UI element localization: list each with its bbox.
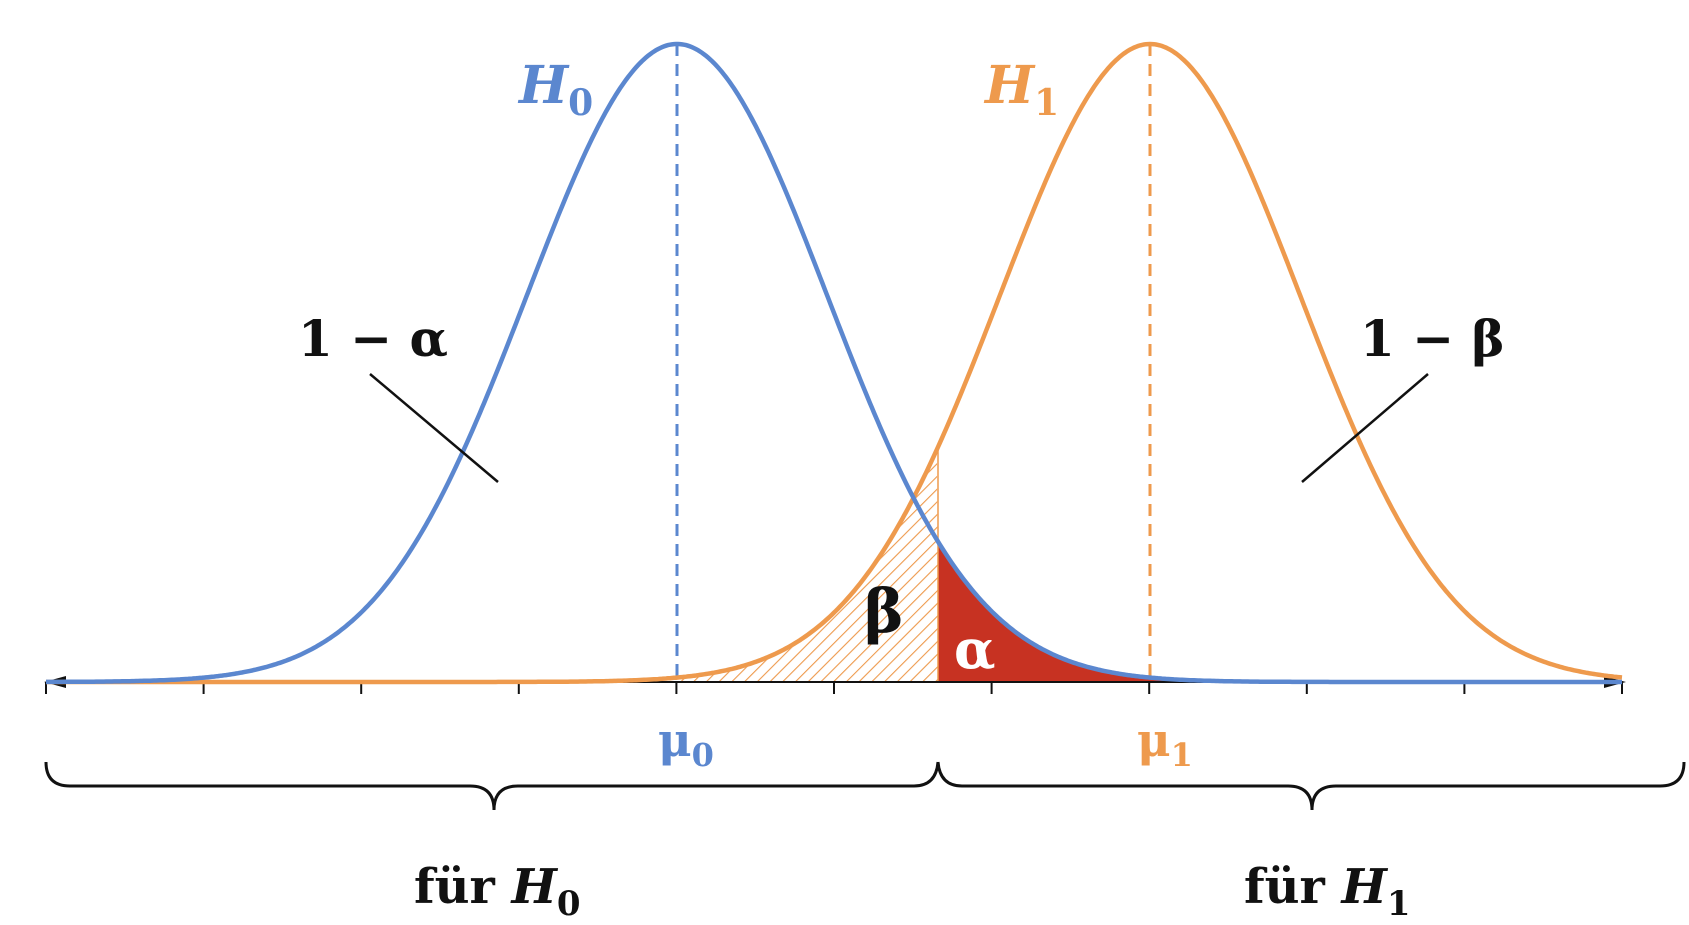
one-minus-beta-label: 1 − β: [1360, 309, 1505, 368]
mu1-label-sub: 1: [1171, 736, 1193, 774]
h0-label-sub: 0: [568, 82, 593, 124]
region-label-h0-sub: 0: [557, 884, 581, 924]
h1-label: H1: [983, 55, 1059, 124]
region-label-h0-prefix: für: [414, 859, 512, 915]
region-label-h0-main: H: [510, 859, 559, 915]
beta-area: [677, 449, 938, 682]
h0-label-main: H: [517, 55, 570, 116]
mu0-label-sub: 0: [692, 736, 714, 774]
h0-label: H0: [517, 55, 593, 124]
region-label-h0: für H0: [414, 859, 581, 924]
region-label-h1-prefix: für: [1244, 859, 1342, 915]
brace-h1-region: [936, 761, 1686, 811]
one-minus-alpha-leader: [369, 373, 499, 483]
h1-label-sub: 1: [1034, 82, 1059, 124]
region-label-h1: für H1: [1244, 859, 1411, 924]
alpha-area: [938, 541, 1200, 682]
mu1-label: μ1: [1137, 713, 1193, 774]
mu1-label-main: μ: [1137, 713, 1171, 767]
beta-label: β: [864, 577, 904, 647]
mu0-label: μ0: [658, 713, 714, 774]
h1-label-main: H: [983, 55, 1036, 116]
region-label-h1-sub: 1: [1387, 884, 1411, 924]
h0-curve: [46, 41, 1622, 685]
region-label-h1-main: H: [1340, 859, 1389, 915]
brace-h0-region: [44, 761, 940, 811]
one-minus-alpha-label: 1 − α: [298, 309, 448, 368]
one-minus-beta-leader: [1301, 373, 1429, 483]
h1-curve: [46, 41, 1623, 685]
alpha-label: α: [954, 617, 996, 681]
mu0-label-main: μ: [658, 713, 692, 767]
